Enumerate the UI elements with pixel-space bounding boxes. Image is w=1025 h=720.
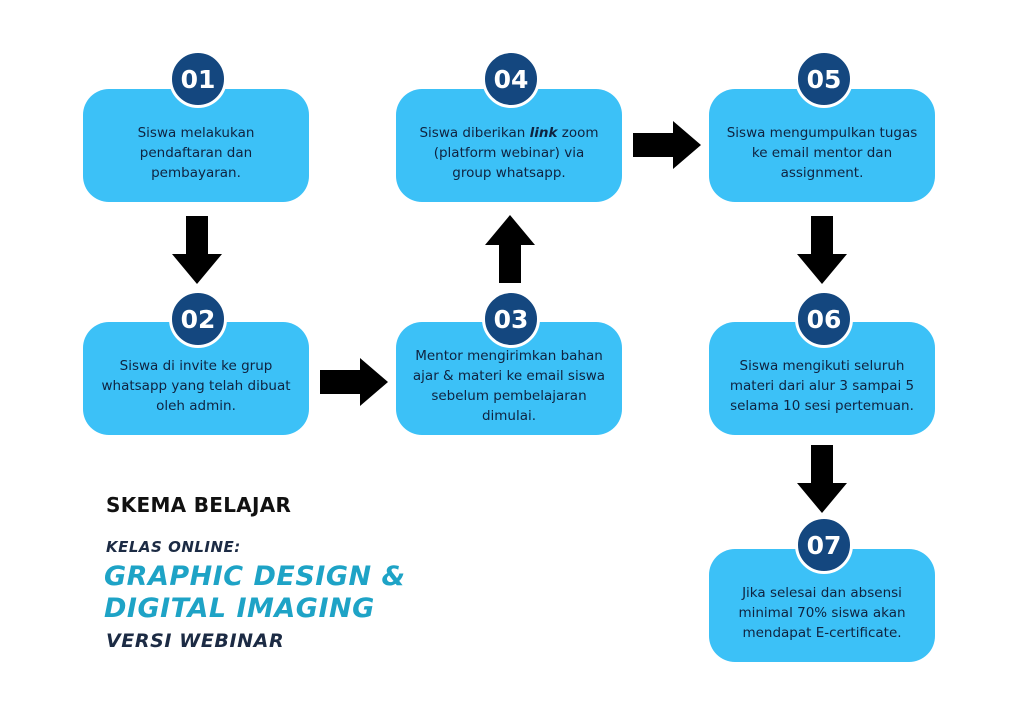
version-label: VERSI WEBINAR bbox=[106, 630, 285, 652]
step-01-text: Siswa melakukan pendaftaran dan pembayar… bbox=[137, 124, 255, 181]
step-07-text: Jika selesai dan absensi minimal 70% sis… bbox=[738, 584, 906, 641]
step-07-badge: 07 bbox=[795, 516, 853, 574]
step-02-box: Siswa di invite ke grup whatsapp yang te… bbox=[83, 322, 309, 435]
step-06-badge: 06 bbox=[795, 290, 853, 348]
step-03-text: Mentor mengirimkan bahan ajar & materi k… bbox=[412, 347, 606, 424]
class-type-label: KELAS ONLINE: bbox=[106, 538, 241, 556]
course-headline-line-1: GRAPHIC DESIGN & bbox=[104, 561, 406, 592]
step-04-text-before: Siswa diberikan bbox=[419, 124, 530, 141]
step-03-box: Mentor mengirimkan bahan ajar & materi k… bbox=[396, 322, 622, 435]
step-04-text-link: link bbox=[529, 124, 558, 141]
arrow-down-05-06-icon bbox=[797, 216, 847, 284]
step-04-badge: 04 bbox=[482, 50, 540, 108]
step-06-box: Siswa mengikuti seluruh materi dari alur… bbox=[709, 322, 935, 435]
arrow-down-06-07-icon bbox=[797, 445, 847, 513]
arrow-down-01-02-icon bbox=[172, 216, 222, 284]
step-04-text-after: zoom (platform webinar) via group whatsa… bbox=[433, 124, 599, 181]
arrow-right-02-03-icon bbox=[320, 358, 388, 406]
step-01-badge: 01 bbox=[169, 50, 227, 108]
step-02-text: Siswa di invite ke grup whatsapp yang te… bbox=[101, 357, 291, 414]
step-06-text: Siswa mengikuti seluruh materi dari alur… bbox=[729, 357, 915, 414]
step-04-text: Siswa diberikan link zoom (platform webi… bbox=[412, 123, 606, 183]
step-02-badge: 02 bbox=[169, 290, 227, 348]
arrow-right-04-05-icon bbox=[633, 121, 701, 169]
step-05-text: Siswa mengumpulkan tugas ke email mentor… bbox=[726, 124, 918, 181]
step-05-badge: 05 bbox=[795, 50, 853, 108]
arrow-up-03-04-icon bbox=[485, 215, 535, 283]
scheme-title: SKEMA BELAJAR bbox=[106, 493, 292, 517]
step-03-badge: 03 bbox=[482, 290, 540, 348]
course-headline-line-2: DIGITAL IMAGING bbox=[104, 593, 375, 624]
